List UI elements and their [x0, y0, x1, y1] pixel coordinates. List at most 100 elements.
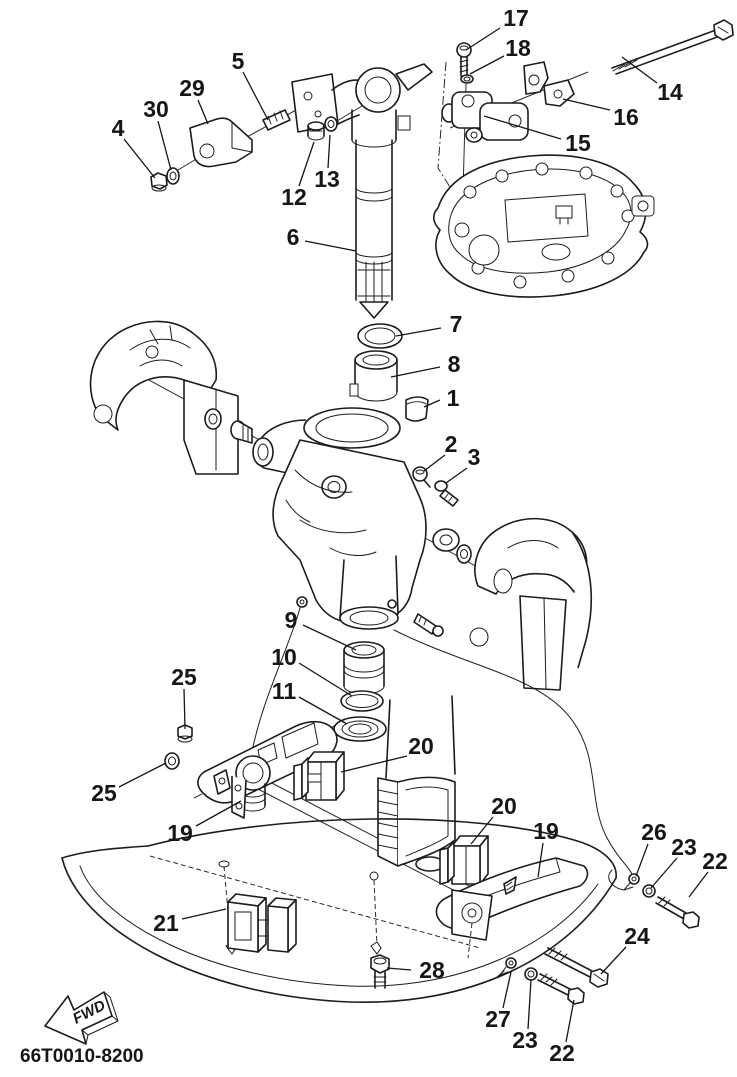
callout-leader-2	[423, 454, 446, 472]
callout-number-20: 20	[408, 733, 434, 759]
seal-11	[333, 716, 387, 742]
stud-5	[262, 109, 291, 131]
callout-number-23: 23	[671, 834, 697, 860]
cover-plate	[61, 818, 617, 1003]
bracket-29	[189, 117, 253, 168]
callout-number-29: 29	[179, 75, 205, 101]
washer-18	[460, 74, 474, 84]
callout-leader-11	[298, 696, 348, 725]
oring-10	[340, 690, 384, 712]
damper-20-right	[439, 835, 489, 885]
clamp-bracket-right	[469, 517, 593, 691]
pivot-bushing	[230, 420, 253, 444]
callout-leader-10	[298, 662, 353, 697]
callout-leader-19	[195, 800, 242, 827]
callout-number-8: 8	[448, 351, 461, 377]
bolt-22-lower	[537, 973, 585, 1005]
callout-number-16: 16	[613, 104, 639, 130]
damper-20-left	[293, 751, 345, 801]
washer-23-upper	[642, 884, 656, 898]
screw-17	[456, 42, 472, 77]
callout-leader-20	[470, 816, 494, 845]
callout-number-2: 2	[445, 431, 458, 457]
callout-leader-22	[688, 871, 709, 898]
callout-number-27: 27	[485, 1006, 511, 1032]
callout-leader-8	[390, 366, 441, 378]
callout-leader-12	[298, 141, 315, 187]
callout-leader-13	[327, 134, 331, 169]
swivel-bracket	[252, 407, 472, 637]
steering-shaft-6	[291, 63, 433, 319]
callout-leader-26	[635, 843, 649, 877]
callout-number-19: 19	[533, 818, 559, 844]
bolt-24	[544, 947, 609, 988]
callout-leader-7	[395, 327, 442, 337]
clamp-bracket-left	[89, 320, 239, 475]
mount-cover-19-right	[435, 857, 589, 959]
callout-number-26: 26	[641, 819, 667, 845]
callout-leader-5	[242, 71, 269, 121]
callout-leader-25	[183, 688, 186, 730]
ground-wire	[251, 607, 633, 875]
callout-number-6: 6	[287, 224, 300, 250]
callout-leader-29	[197, 99, 209, 125]
callout-number-10: 10	[271, 644, 297, 670]
callout-number-15: 15	[565, 130, 591, 156]
callout-number-14: 14	[657, 79, 683, 105]
callout-leader-4	[123, 138, 156, 179]
callout-number-22: 22	[549, 1040, 575, 1066]
callout-leader-23	[650, 857, 678, 889]
callout-leader-24	[600, 946, 627, 975]
callout-leader-25	[118, 762, 167, 788]
callout-number-9: 9	[285, 607, 298, 633]
mount-housing-pan	[432, 154, 655, 298]
oring-7	[357, 323, 403, 349]
clip-27	[496, 957, 517, 978]
callout-number-20: 20	[491, 793, 517, 819]
screw-2	[412, 466, 431, 488]
callout-number-21: 21	[153, 910, 179, 936]
washer-25-lower	[164, 752, 180, 770]
callout-number-1: 1	[447, 385, 460, 411]
washer-13	[324, 116, 338, 132]
pivot-washer	[204, 408, 222, 430]
callout-number-5: 5	[232, 48, 245, 74]
callout-number-22: 22	[702, 848, 728, 874]
washer-23-lower	[524, 967, 538, 981]
callout-number-19: 19	[167, 820, 193, 846]
callout-leader-14	[621, 56, 658, 84]
callout-number-13: 13	[314, 166, 340, 192]
callout-number-25: 25	[91, 780, 117, 806]
callout-leader-3	[445, 467, 468, 484]
callout-leader-1	[423, 399, 441, 408]
screw-3	[434, 480, 459, 507]
stopper-1	[405, 396, 429, 422]
washer-30	[166, 167, 180, 185]
callout-number-4: 4	[112, 115, 125, 141]
callout-leader-30	[157, 120, 172, 171]
callout-number-24: 24	[624, 923, 650, 949]
callout-leader-21	[181, 908, 227, 920]
callout-leader-28	[386, 967, 412, 971]
lower-mount-center	[377, 695, 456, 872]
part-code: 66T0010-8200	[20, 1046, 144, 1067]
bolt-14	[611, 19, 734, 75]
callout-number-3: 3	[468, 444, 481, 470]
callout-number-17: 17	[503, 5, 529, 31]
callout-number-23: 23	[512, 1027, 538, 1053]
callout-leader-27	[502, 971, 512, 1009]
plates-16	[523, 61, 575, 107]
callout-number-25: 25	[171, 664, 197, 690]
callout-number-11: 11	[272, 678, 297, 704]
bolt-28	[370, 954, 390, 989]
callout-number-30: 30	[143, 96, 169, 122]
plate-21	[227, 893, 297, 953]
bushing-8	[349, 350, 398, 402]
callout-leader-19	[537, 842, 544, 878]
callout-leader-20	[340, 755, 408, 773]
callout-leader-16	[562, 98, 611, 111]
callout-number-12: 12	[281, 184, 307, 210]
callout-leader-17	[465, 27, 501, 51]
